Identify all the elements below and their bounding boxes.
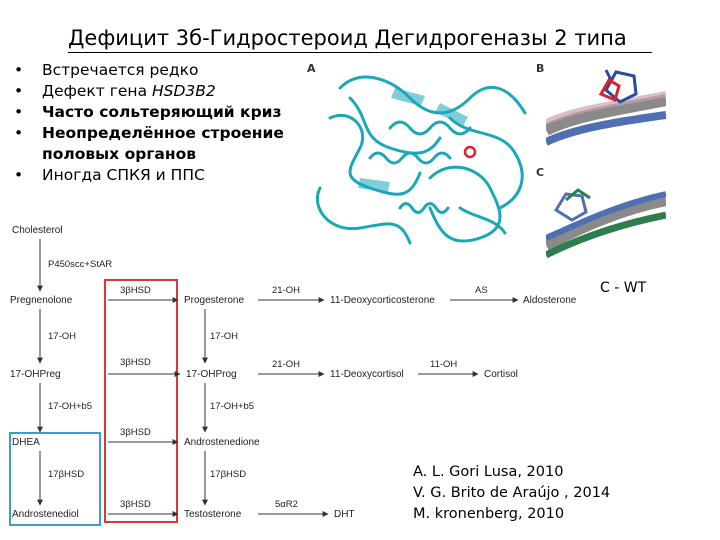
node-deoxycortisol: 11-Deoxycortisol: [330, 369, 404, 380]
node-dhea: DHEA: [12, 437, 40, 448]
enzyme-as: AS: [475, 285, 488, 296]
references: A. L. Gori Lusa, 2010 V. G. Brito de Ara…: [413, 462, 610, 525]
enzyme-17ohb5-left: 17-OH+b5: [48, 401, 92, 412]
node-aldosterone: Aldosterone: [523, 295, 577, 306]
bullet-item: • Неопределённое строение половых органов: [14, 123, 322, 165]
enzyme-17bhsd-mid: 17βHSD: [210, 469, 246, 480]
bullet-text: Часто сольтеряющий криз: [42, 103, 282, 121]
bullet-list: • Встречается редко • Дефект гена HSD3B2 •…: [14, 60, 332, 186]
reference-item: A. L. Gori Lusa, 2010: [413, 464, 564, 480]
node-cholesterol: Cholesterol: [12, 225, 63, 236]
node-testosterone: Testosterone: [184, 509, 242, 520]
enzyme-17oh-left: 17-OH: [48, 331, 76, 342]
reference-item: V. G. Brito de Araújo , 2014: [413, 485, 611, 501]
steroid-pathway-diagram: Cholesterol Pregnenolone 17-OHPreg DHEA …: [9, 225, 577, 526]
enzyme-p450scc: P450scc+StAR: [48, 259, 112, 270]
node-17ohpreg: 17-OHPreg: [10, 369, 61, 380]
bullet-item: • Встречается редко: [14, 60, 332, 81]
bullet-item: • Часто сольтеряющий криз: [14, 102, 332, 123]
node-pregnenolone: Pregnenolone: [10, 295, 73, 306]
structure-detail-b-image: [546, 60, 666, 160]
title-underline: [68, 52, 652, 53]
bullet-dot: •: [14, 103, 24, 121]
node-deoxycorticosterone: 11-Deoxycorticosterone: [330, 295, 435, 306]
enzyme-3bhsd-1: 3βHSD: [120, 285, 151, 296]
bullet-text: Встречается редко: [42, 61, 199, 79]
bullet-dot: •: [14, 82, 24, 100]
enzyme-5ar2: 5αR2: [275, 499, 298, 510]
node-dht: DHT: [334, 509, 355, 520]
enzyme-17ohb5-mid: 17-OH+b5: [210, 401, 254, 412]
bullet-dot: •: [14, 166, 24, 184]
node-androstenedione: Androstenedione: [184, 437, 260, 448]
enzyme-21oh-mid: 21-OH: [272, 359, 300, 370]
structure-detail-c-image: [546, 170, 666, 270]
node-androstenediol: Androstenediol: [12, 509, 79, 520]
node-progesterone: Progesterone: [184, 295, 244, 306]
enzyme-3bhsd-2: 3βHSD: [120, 357, 151, 368]
panel-label-a: A: [307, 62, 316, 75]
enzyme-3bhsd-3: 3βHSD: [120, 427, 151, 438]
enzyme-3bhsd-4: 3βHSD: [120, 499, 151, 510]
dhea-highlight-box: [9, 432, 101, 526]
enzyme-17bhsd-left: 17βHSD: [48, 469, 84, 480]
bullet-item: • Иногда СПКЯ и ППС: [14, 165, 332, 186]
bullet-text-gene: HSD3B2: [152, 82, 216, 100]
enzyme-11oh: 11-OH: [430, 359, 457, 370]
bullet-text: Иногда СПКЯ и ППС: [42, 166, 205, 184]
enzyme-21oh-top: 21-OH: [272, 285, 300, 296]
panel-label-c: C: [536, 166, 545, 179]
node-17ohprog: 17-OHProg: [186, 369, 237, 380]
node-cortisol: Cortisol: [484, 369, 518, 380]
bullet-text-prefix: Дефект гена: [42, 82, 152, 100]
reference-item: M. kronenberg, 2010: [413, 506, 565, 522]
bullet-item: • Дефект гена HSD3B2: [14, 81, 332, 102]
bullet-dot: •: [14, 61, 24, 79]
wt-label: C - WT: [600, 280, 647, 296]
bullet-dot: •: [14, 124, 24, 142]
bullet-text: Неопределённое строение половых органов: [42, 124, 284, 163]
protein-structure-image: [315, 75, 527, 245]
slide-title: Дефицит 3б-Гидростероид Дегидрогеназы 2 …: [68, 26, 627, 50]
enzyme-17oh-mid: 17-OH: [210, 331, 238, 342]
panel-label-b: B: [536, 62, 545, 75]
hsd3b-highlight-box: [104, 279, 178, 523]
